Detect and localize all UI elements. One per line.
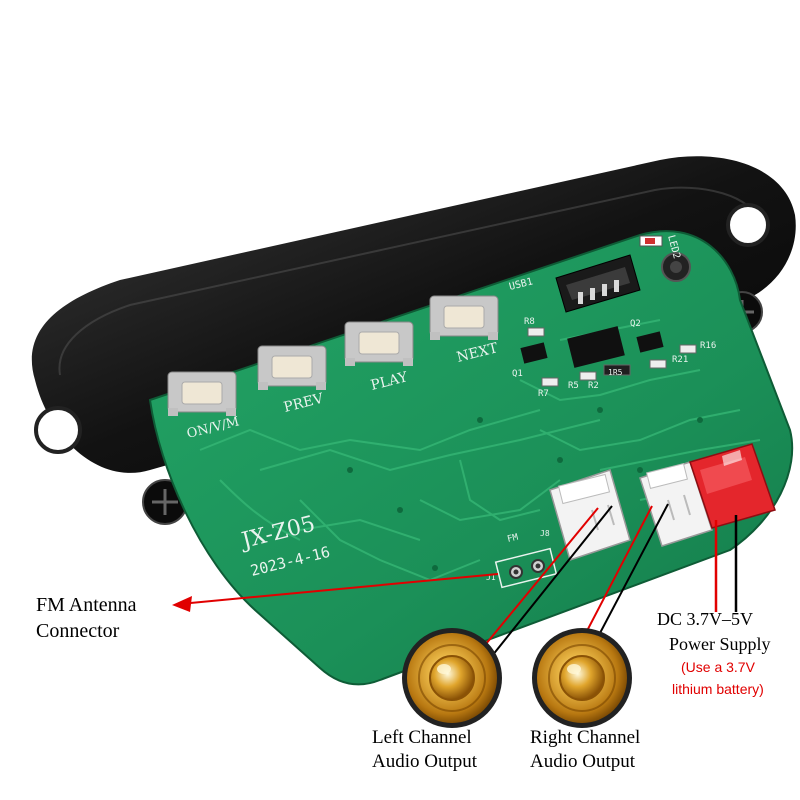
leader-lines	[172, 503, 738, 657]
button-row	[167, 295, 499, 416]
label-right-channel-line1: Right Channel	[530, 727, 640, 748]
left-wire-black	[491, 505, 613, 657]
button-prev	[257, 345, 327, 390]
silk-r7: R7	[538, 389, 549, 399]
right-wire-black	[589, 503, 669, 653]
pcb-vias	[347, 407, 703, 571]
mount-hole-left	[34, 406, 82, 454]
right-wire-red	[575, 505, 653, 653]
microphone	[661, 252, 691, 282]
label-fm-antenna: FM Antenna Connector	[36, 594, 137, 642]
silk-chip: 1R5	[608, 368, 623, 377]
label-left-channel: Left Channel Audio Output	[372, 727, 478, 772]
label-power-line1: DC 3.7V–5V	[657, 609, 753, 629]
speaker-icon-left	[402, 628, 502, 728]
label-right-channel-line2: Audio Output	[530, 751, 636, 772]
label-left-channel-line2: Audio Output	[372, 751, 478, 772]
status-led	[639, 235, 663, 247]
label-power-note-line1: (Use a 3.7V	[681, 659, 756, 675]
mount-hole-right	[726, 203, 770, 247]
label-fm-antenna-line2: Connector	[36, 620, 120, 642]
silk-fm: FM	[506, 532, 519, 544]
label-power-note-line2: lithium battery)	[672, 681, 764, 697]
silk-r2: R2	[588, 381, 599, 391]
button-on-vm	[167, 371, 237, 416]
silk-q2: Q2	[630, 319, 641, 329]
label-power-supply: DC 3.7V–5V Power Supply (Use a 3.7V lith…	[657, 609, 771, 697]
power-connector	[689, 443, 776, 529]
silk-r16: R16	[700, 341, 716, 351]
silk-j1: J1	[486, 573, 496, 582]
speaker-icon-right	[532, 628, 632, 728]
pcb-board: ON/V/M PREV PLAY NEXT USB1 LED2	[148, 230, 794, 686]
button-play	[344, 321, 414, 366]
label-right-channel: Right Channel Audio Output	[530, 727, 640, 772]
silk-r21: R21	[672, 355, 688, 365]
silk-r5: R5	[568, 381, 579, 391]
label-fm-antenna-line1: FM Antenna	[36, 594, 137, 616]
button-next	[429, 295, 499, 340]
silk-j8: J8	[540, 529, 550, 538]
left-wire-red	[475, 507, 599, 657]
label-power-line2: Power Supply	[669, 634, 771, 654]
arrow-head-icon	[172, 596, 192, 612]
silk-q1: Q1	[512, 369, 523, 379]
smd-resistors	[527, 327, 697, 387]
silk-r8: R8	[524, 317, 535, 327]
label-left-channel-line1: Left Channel	[372, 727, 472, 748]
fm-leader-line	[179, 573, 499, 605]
ic-main	[567, 326, 625, 368]
pcb-traces	[199, 319, 761, 582]
transistors	[520, 331, 664, 364]
usb-socket	[555, 254, 641, 313]
